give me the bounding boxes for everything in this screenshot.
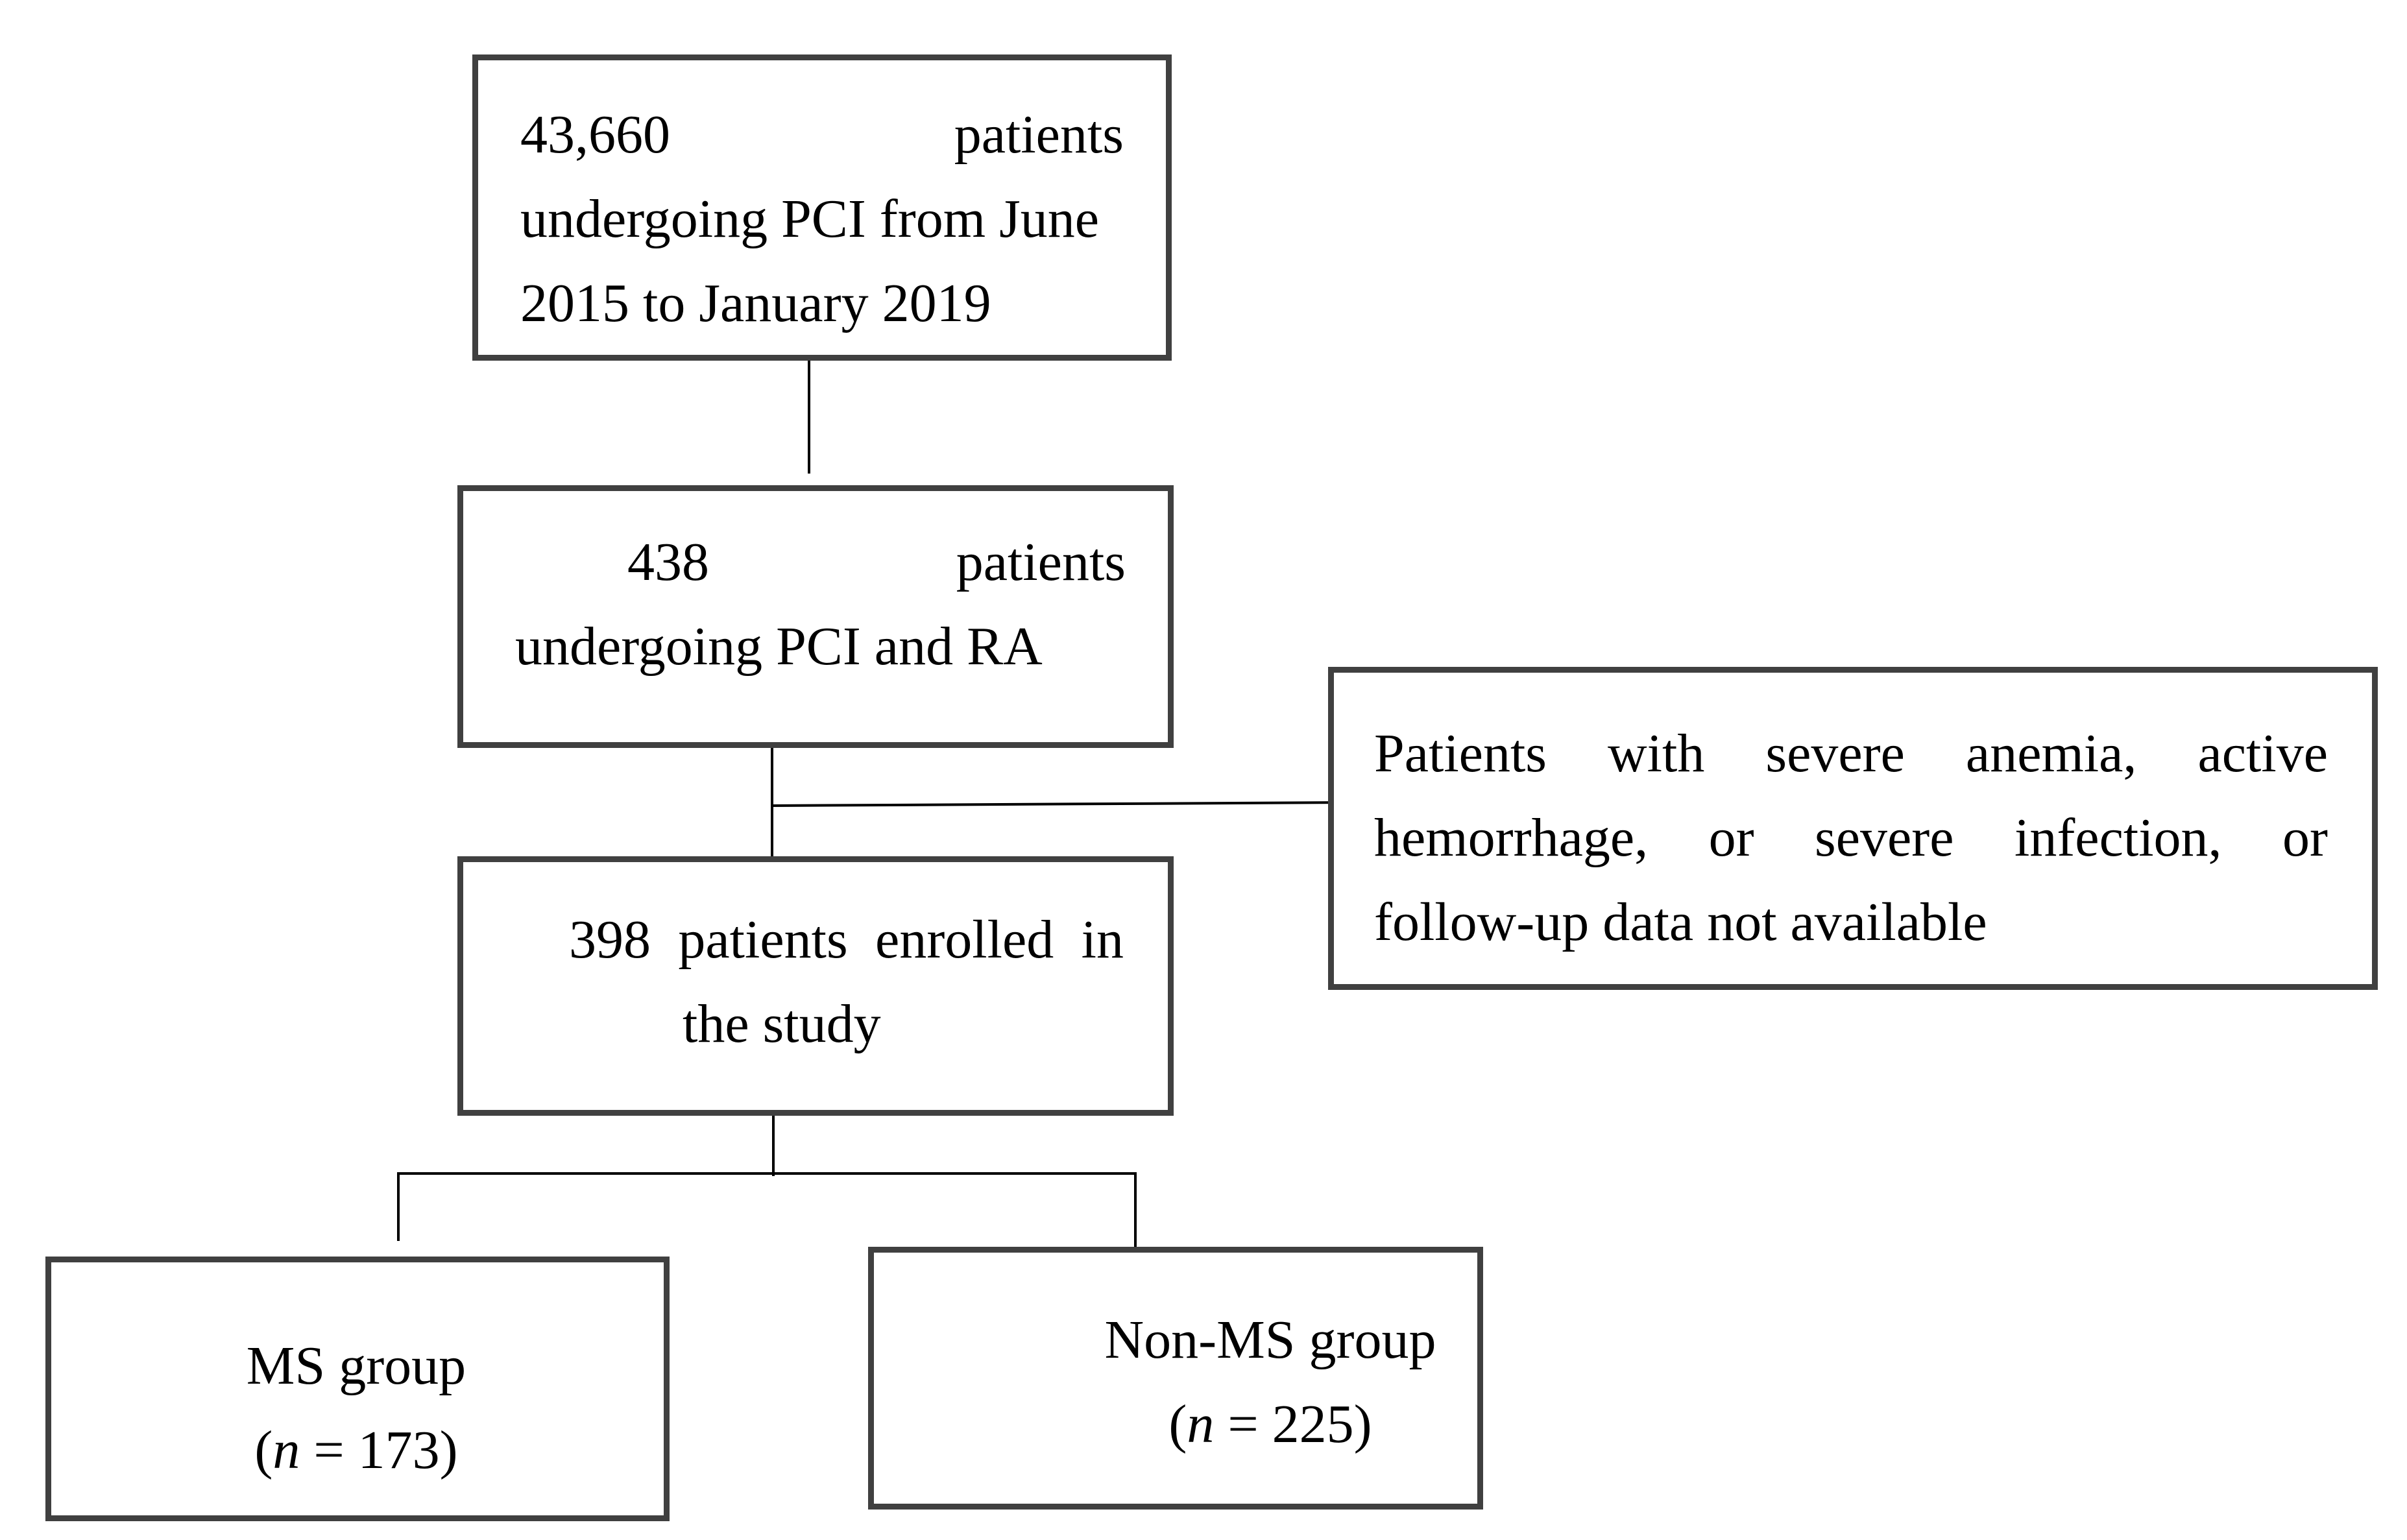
excluded-word-10: or [2282, 808, 2328, 868]
non-ms-group-count-open: ( [1168, 1394, 1187, 1454]
excluded-word-6: hemorrhage, [1374, 808, 1649, 868]
pci-ra-box: 438 patients undergoing PCI and RA [457, 485, 1174, 748]
ms-group-count-open: ( [254, 1420, 273, 1480]
excluded-word-1: Patients [1374, 723, 1547, 784]
pci-ra-line1: 438 patients [627, 520, 1126, 605]
enrolled-line2: the study [683, 994, 881, 1054]
non-ms-group-label: Non-MS group [1104, 1310, 1436, 1370]
excluded-line3: follow-up data not available [1374, 892, 1987, 952]
enrolled-word-1: 398 [569, 909, 651, 970]
non-ms-group-box: Non-MS group (n = 225) [868, 1247, 1483, 1510]
pci-ra-word: patients [956, 532, 1126, 592]
ms-group-label: MS group [246, 1336, 466, 1396]
ms-group-count-value: = 173) [300, 1420, 458, 1480]
excluded-word-5: active [2197, 723, 2328, 784]
excluded-word-2: with [1608, 723, 1705, 784]
pci-ra-count: 438 [627, 532, 709, 592]
non-ms-group-count: (n = 225) [874, 1382, 1667, 1467]
connector-total-to-pci-ra [808, 354, 810, 474]
non-ms-group-count-value: = 225) [1214, 1394, 1372, 1454]
total-patients-box: 43,660 patients undergoing PCI from June… [472, 54, 1172, 361]
connector-enrolled-down [772, 1109, 775, 1176]
ms-group-count: (n = 173) [51, 1408, 661, 1493]
excluded-word-9: infection, [2014, 808, 2222, 868]
enrolled-word-4: in [1081, 909, 1124, 970]
total-patients-line2: undergoing PCI from June [520, 189, 1100, 249]
enrolled-word-2: patients [678, 909, 848, 970]
excluded-word-4: anemia, [1965, 723, 2137, 784]
enrolled-line1: 398 patients enrolled in [569, 898, 1124, 982]
excluded-line1: Patients with severe anemia, active [1374, 712, 2328, 796]
ms-group-count-var: n [272, 1420, 300, 1480]
connector-to-ms-group [397, 1172, 400, 1241]
connector-to-excluded [770, 801, 1333, 807]
total-patients-line1: 43,660 patients [520, 93, 1124, 177]
pci-ra-line2: undergoing PCI and RA [515, 616, 1043, 677]
ms-group-box: MS group (n = 173) [45, 1257, 670, 1521]
excluded-word-8: severe [1815, 808, 1954, 868]
total-patients-line3: 2015 to January 2019 [520, 273, 991, 333]
non-ms-group-count-var: n [1187, 1394, 1215, 1454]
excluded-word-3: severe [1765, 723, 1905, 784]
connector-to-non-ms-group [1134, 1172, 1137, 1250]
total-patients-word: patients [954, 104, 1124, 165]
connector-branch-horizontal [397, 1172, 1137, 1175]
excluded-line2: hemorrhage, or severe infection, or [1374, 796, 2328, 880]
total-patients-count: 43,660 [520, 104, 670, 165]
enrolled-word-3: enrolled [875, 909, 1054, 970]
excluded-word-7: or [1708, 808, 1754, 868]
excluded-box: Patients with severe anemia, active hemo… [1328, 667, 2378, 990]
enrolled-box: 398 patients enrolled in the study [457, 856, 1174, 1116]
